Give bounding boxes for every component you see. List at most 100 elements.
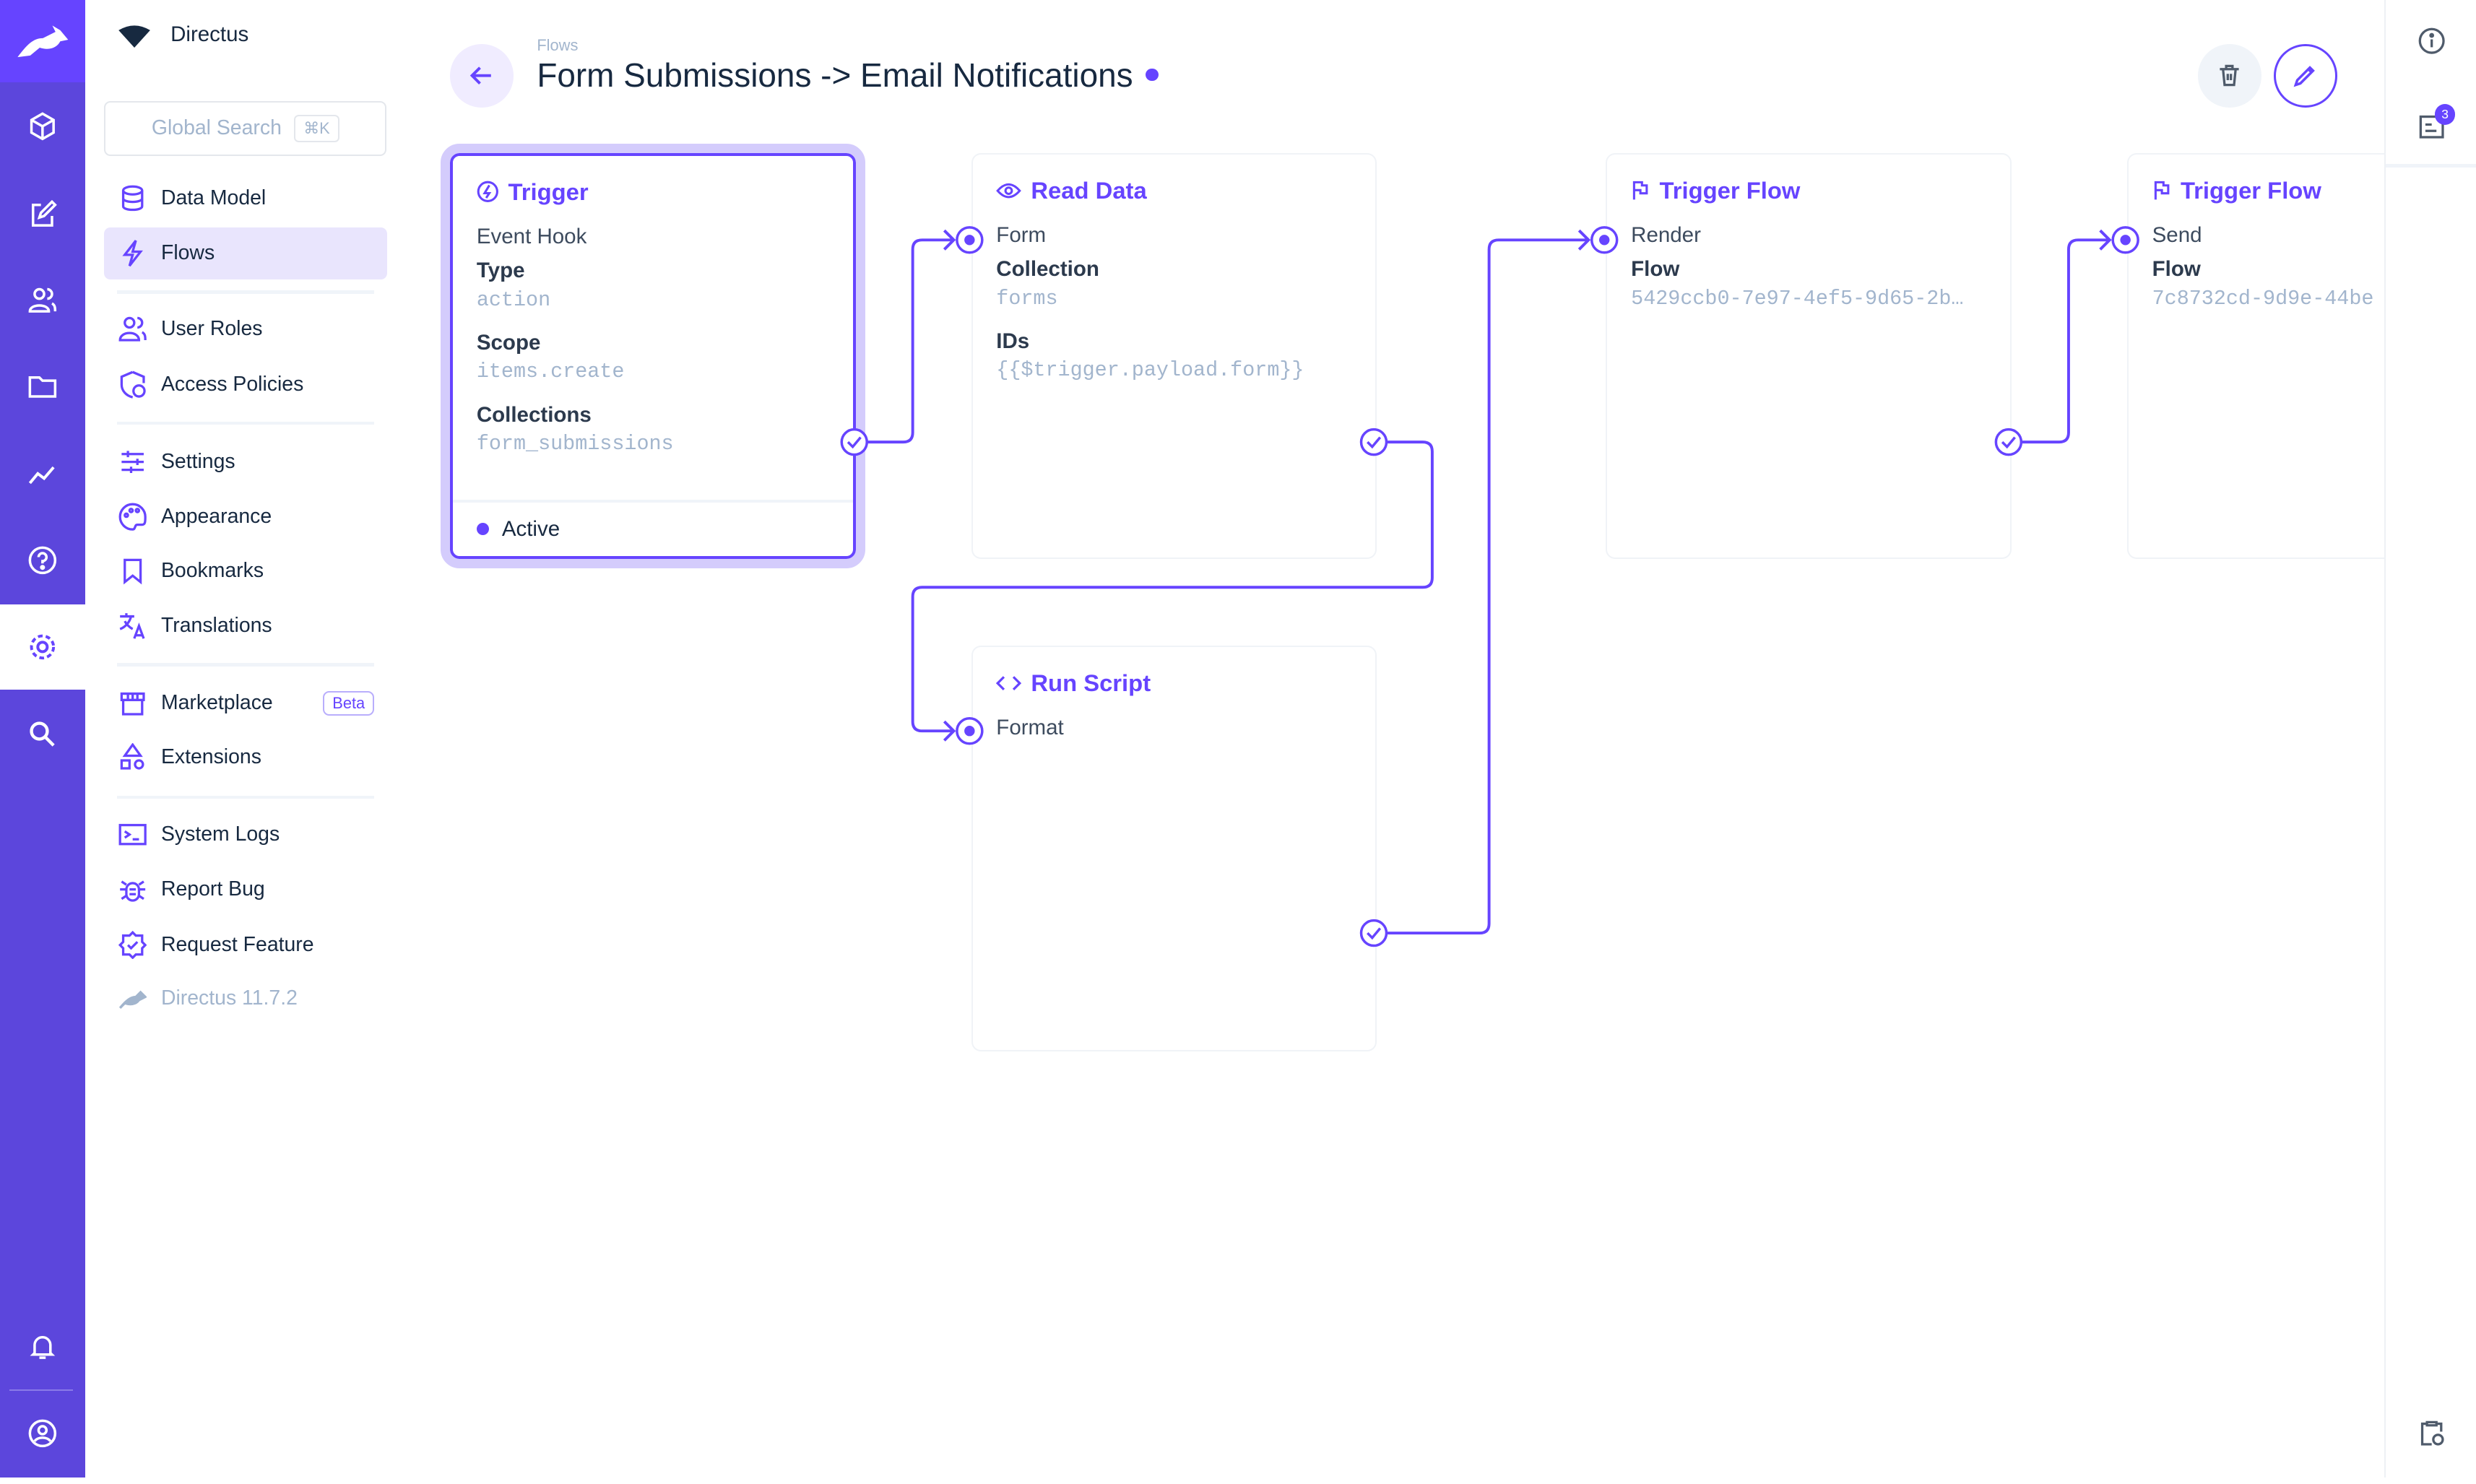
read-data-panel[interactable]: Read Data Form Collection forms IDs {{$t…: [971, 153, 1377, 559]
panel-title-text: Run Script: [1031, 669, 1151, 696]
nav-item-label: Directus 11.7.2: [160, 986, 298, 1010]
nav-item-label: Data Model: [160, 186, 267, 209]
resolve-handle-check-icon: [1359, 919, 1388, 947]
panel-name: Form: [996, 222, 1047, 247]
edit-module-icon[interactable]: [0, 183, 85, 246]
nav-item-label: Report Bug: [160, 877, 265, 901]
nav-item-user-roles[interactable]: User Roles: [104, 303, 386, 355]
panel-name: Send: [2152, 222, 2202, 247]
global-search-input[interactable]: Global Search ⌘K: [104, 100, 387, 157]
panel-name: Format: [996, 715, 1064, 739]
field-label: Scope: [476, 330, 541, 355]
project-brand[interactable]: Directus: [117, 22, 249, 48]
rail-divider: [9, 1389, 73, 1392]
flag-icon: [1633, 181, 1648, 200]
help-module-icon[interactable]: [0, 529, 85, 591]
panel-title: Run Script: [996, 669, 1351, 697]
notification-badge: 3: [2434, 104, 2456, 125]
bolt-icon: [122, 240, 143, 267]
nav-item-data-model[interactable]: Data Model: [104, 172, 386, 224]
panel-title: Read Data: [996, 177, 1351, 204]
panel-title: Trigger Flow: [1631, 177, 1986, 204]
right-sidebar: 3: [2384, 0, 2476, 1478]
users-module-icon[interactable]: [0, 269, 85, 331]
project-name: Directus: [170, 22, 249, 47]
panel-title-text: Trigger: [508, 178, 589, 205]
breadcrumb[interactable]: Flows: [537, 36, 579, 55]
nav-item-directus-11-7-2[interactable]: Directus 11.7.2: [104, 973, 386, 1025]
shield-icon: [120, 370, 146, 399]
run-script-panel[interactable]: Run Script Format: [971, 646, 1377, 1051]
pencil-icon: [2293, 66, 2316, 87]
trash-icon: [2220, 65, 2240, 87]
nav-item-label: System Logs: [160, 822, 280, 846]
trigger-panel[interactable]: Trigger Event Hook Type action Scope ite…: [441, 144, 865, 568]
nav-item-request-feature[interactable]: Request Feature: [104, 919, 386, 971]
content-module-icon[interactable]: [0, 95, 85, 157]
translate-icon: [119, 613, 145, 639]
nav-divider: [116, 290, 375, 294]
nav-item-translations[interactable]: Translations: [104, 600, 386, 652]
nav-item-bookmarks[interactable]: Bookmarks: [104, 544, 386, 596]
directus-logo[interactable]: [0, 0, 86, 82]
delete-button[interactable]: [2198, 44, 2261, 108]
connection-line: [2021, 229, 2112, 444]
search-module-icon[interactable]: [0, 703, 85, 765]
field-label: Type: [476, 259, 525, 282]
field-value: 7c8732cd-9d9e-44be: [2152, 286, 2374, 311]
connection-line: [1386, 229, 1591, 935]
code-icon: [996, 675, 1022, 690]
nav-item-settings[interactable]: Settings: [104, 435, 386, 487]
input-handle-icon: [2111, 226, 2139, 254]
logs-panel-icon[interactable]: 3: [2386, 95, 2476, 157]
status-footer: Active: [453, 499, 853, 556]
nav-item-label: User Roles: [160, 317, 263, 341]
connection-line: [867, 229, 956, 444]
input-handle-icon: [956, 716, 984, 745]
status-text: Active: [501, 516, 560, 541]
bookmark-icon: [124, 558, 142, 585]
search-shortcut: ⌘K: [294, 114, 339, 143]
flow-connections: [840, 226, 2139, 947]
back-button[interactable]: [450, 44, 514, 108]
flag-icon: [2154, 181, 2169, 200]
resolve-handle-check-icon: [1359, 428, 1388, 456]
settings-module-icon[interactable]: [0, 604, 86, 690]
nav-item-label: Bookmarks: [160, 558, 264, 582]
shapes-icon: [120, 742, 144, 770]
nav-item-flows[interactable]: Flows: [104, 227, 387, 279]
bug-icon: [120, 880, 146, 902]
nav-item-access-policies[interactable]: Access Policies: [104, 358, 386, 410]
trigger-flow-panel[interactable]: Trigger Flow Render Flow 5429ccb0-7e97-4…: [1606, 153, 2012, 559]
arrow-left-icon: [469, 66, 491, 85]
user-avatar-icon[interactable]: [0, 1402, 85, 1465]
rabbit-icon: [118, 990, 147, 1010]
active-dot: [476, 523, 490, 536]
nav-item-label: Appearance: [160, 505, 272, 529]
beta-badge: Beta: [323, 690, 375, 716]
nav-item-extensions[interactable]: Extensions: [104, 731, 386, 783]
info-icon[interactable]: [2386, 9, 2476, 72]
edit-button[interactable]: [2274, 44, 2337, 108]
nav-item-label: Settings: [160, 449, 235, 473]
files-module-icon[interactable]: [0, 355, 85, 418]
bell-icon[interactable]: [0, 1315, 85, 1378]
nav-item-system-logs[interactable]: System Logs: [104, 808, 386, 860]
users-icon: [118, 316, 147, 342]
clipboard-clock-icon[interactable]: [2386, 1402, 2476, 1465]
insights-module-icon[interactable]: [0, 442, 85, 505]
store-icon: [120, 693, 145, 716]
module-bar: [0, 0, 86, 1478]
field-label: Flow: [2152, 257, 2201, 281]
bolt-circle-icon: [477, 181, 498, 203]
trigger-flow-panel-2[interactable]: Trigger Flow Send Flow 7c8732cd-9d9e-44b…: [2126, 153, 2385, 559]
input-handle-icon: [1590, 226, 1619, 254]
panel-title-text: Read Data: [1031, 176, 1147, 204]
nav-item-report-bug[interactable]: Report Bug: [104, 864, 386, 916]
project-logo-icon: [118, 25, 150, 48]
input-handle-icon: [956, 226, 984, 254]
nav-item-appearance[interactable]: Appearance: [104, 491, 386, 543]
panel-name: Render: [1631, 222, 1701, 247]
